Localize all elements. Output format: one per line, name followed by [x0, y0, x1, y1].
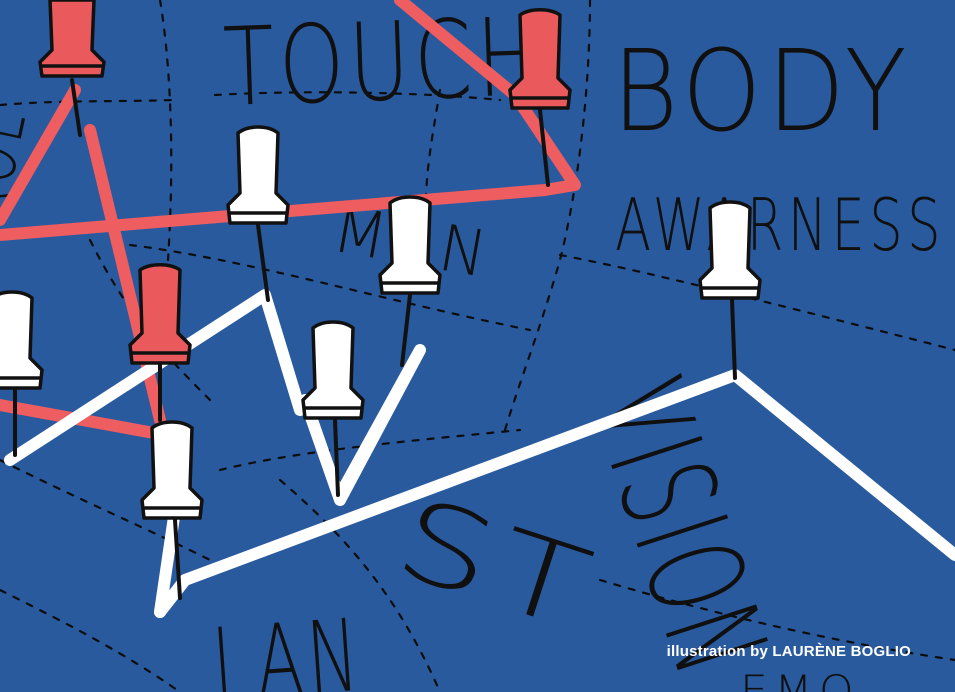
word-language: LAN	[209, 597, 367, 692]
word-body: BODY	[612, 27, 912, 157]
word-emotion: EMO	[740, 666, 860, 692]
red-pin	[40, 0, 104, 76]
white-pin	[142, 422, 202, 518]
illustration-credit: illustration by LAURÈNE BOGLIO	[667, 643, 911, 660]
credit-author: LAURÈNE BOGLIO	[772, 643, 911, 660]
credit-prefix: illustration by	[667, 643, 768, 660]
white-pin	[228, 127, 288, 223]
word-awareness: AWARNESS	[615, 183, 945, 267]
white-pin	[303, 322, 363, 418]
word-taste: ST	[382, 473, 612, 657]
word-touch: TOUCH	[222, 0, 546, 131]
white-pin	[0, 292, 42, 388]
